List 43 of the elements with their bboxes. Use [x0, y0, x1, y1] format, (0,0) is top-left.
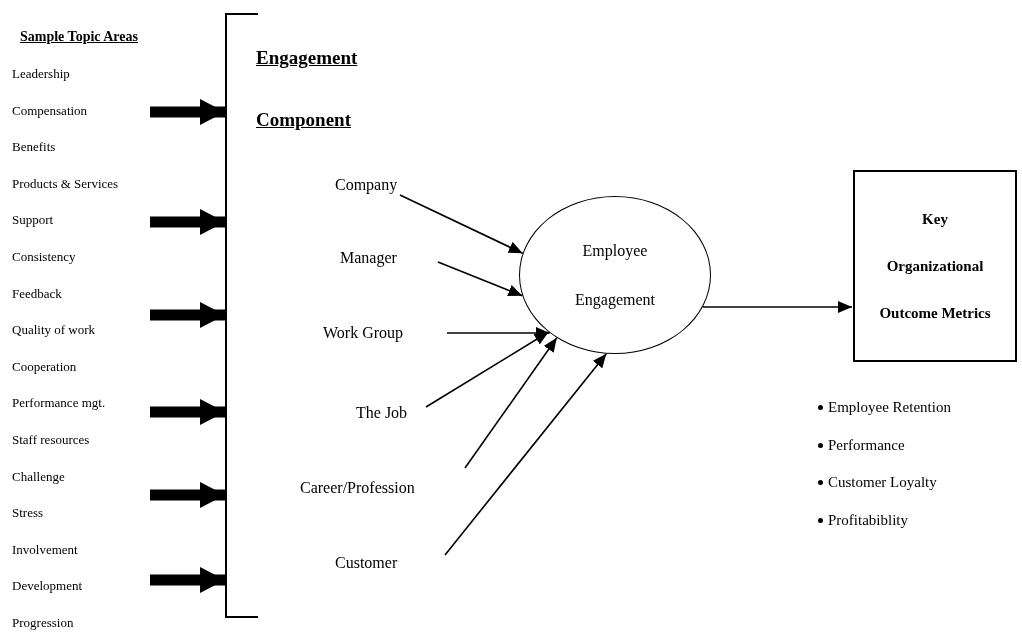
- topic-item: Cooperation: [12, 358, 77, 375]
- arrow: [701, 301, 853, 313]
- component-label: Company: [335, 175, 398, 195]
- topic-item: Staff resources: [12, 432, 90, 448]
- topic-item: Performance mgt.: [12, 395, 106, 412]
- topic-item: Benefits: [12, 139, 56, 156]
- component-label: Career/Profession: [300, 478, 415, 498]
- metric-item: Customer Loyalty: [828, 474, 937, 490]
- box-title: Key Organizational Outcome Metrics: [878, 209, 992, 323]
- metric-item: Performance: [828, 436, 905, 453]
- metric-item: Profitabiblity: [828, 511, 908, 528]
- arrow: [425, 331, 550, 408]
- arrow: [437, 261, 524, 297]
- block-arrow: [150, 302, 225, 328]
- arrow: [399, 194, 524, 255]
- component-label: Work Group: [323, 323, 404, 343]
- topic-item: Feedback: [12, 285, 62, 302]
- topic-item: Development: [12, 578, 83, 595]
- metric-item: Employee Retention: [828, 399, 951, 415]
- topic-item: Support: [12, 212, 54, 229]
- outcome-box: [853, 170, 1017, 362]
- topic-item: Progression: [12, 615, 74, 631]
- block-arrow: [150, 209, 225, 235]
- topic-item: Involvement: [12, 541, 78, 558]
- topic-item: Challenge: [12, 468, 65, 485]
- arrow: [464, 337, 558, 469]
- component-label: The Job: [356, 403, 408, 423]
- block-arrow: [150, 567, 225, 593]
- column-heading: Sample Topic Areas: [20, 29, 138, 45]
- component-label: Manager: [340, 248, 397, 268]
- topic-item: Consistency: [12, 249, 76, 265]
- node-text: Employee Engagement: [574, 241, 656, 311]
- block-arrow: [150, 399, 225, 425]
- block-arrow: [150, 99, 225, 125]
- arrow: [444, 352, 608, 556]
- topic-item: Stress: [12, 505, 44, 522]
- component-label: Customer: [335, 553, 398, 573]
- topic-item: Products & Services: [12, 175, 119, 192]
- topic-item: Compensation: [12, 102, 88, 119]
- topic-item: Leadership: [12, 66, 70, 82]
- block-arrow: [150, 482, 225, 508]
- topic-item: Quality of work: [12, 322, 96, 339]
- section-heading: Engagement Component: [256, 46, 359, 132]
